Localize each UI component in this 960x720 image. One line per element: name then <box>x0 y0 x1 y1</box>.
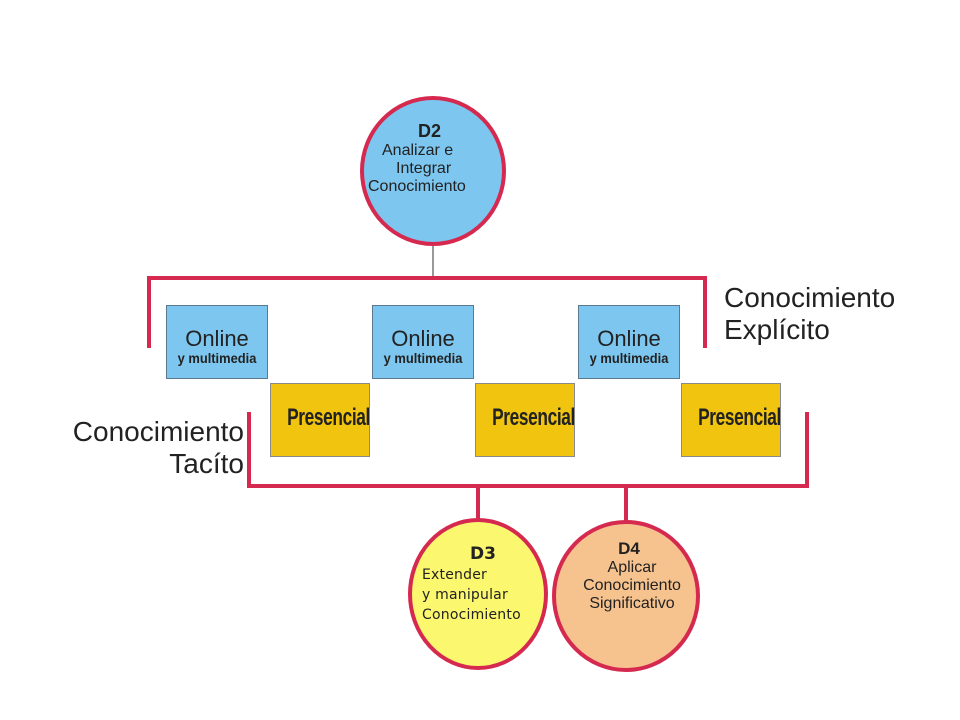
online-box-title: Online <box>597 326 661 351</box>
online-box-title: Online <box>185 326 249 351</box>
online-box-title: Online <box>391 326 455 351</box>
explicit-label-line-2: Explícito <box>724 313 830 345</box>
d2-text: D2 Analizar e Integrar Conocimiento <box>366 121 500 197</box>
d3-text: D3 Extender y manipular Conocimiento <box>422 544 544 625</box>
online-box-3: Online y multimedia <box>578 305 680 379</box>
tacit-knowledge-label: Conocimiento Tacíto <box>48 416 244 480</box>
online-box-subtitle: y multimedia <box>383 350 463 366</box>
tacit-label-line-2: Tacíto <box>169 447 244 479</box>
d4-title: D4 <box>618 539 640 558</box>
d2-line-1: Analizar e <box>382 141 454 159</box>
d4-circle <box>552 520 700 672</box>
online-box-1: Online y multimedia <box>166 305 268 379</box>
d3-line-3: Conocimiento <box>422 607 521 624</box>
d2-line-2: Integrar <box>396 160 452 178</box>
d4-line-2: Conocimiento <box>583 576 681 594</box>
tacit-label-line-1: Conocimiento <box>72 416 244 447</box>
online-box-subtitle: y multimedia <box>589 350 669 366</box>
d2-title: D2 <box>418 121 442 141</box>
d2-circle <box>360 96 506 246</box>
explicit-label-line-1: Conocimiento <box>724 282 896 313</box>
d2-line-3: Conocimiento <box>368 178 466 196</box>
presencial-box-2: Presencial <box>475 383 575 457</box>
d4-line-3: Significativo <box>589 595 675 613</box>
explicit-bracket <box>147 276 707 348</box>
d3-circle <box>408 518 548 670</box>
tacit-bracket <box>247 412 809 488</box>
d3-line-2: y manipular <box>422 586 508 603</box>
online-box-2: Online y multimedia <box>372 305 474 379</box>
explicit-knowledge-label: Conocimiento Explícito <box>724 282 895 346</box>
d3-line-1: Extender <box>422 566 487 583</box>
presencial-box-label: Presencial <box>698 404 781 431</box>
presencial-box-1: Presencial <box>270 383 370 457</box>
presencial-box-label: Presencial <box>287 404 370 431</box>
presencial-box-3: Presencial <box>681 383 781 457</box>
presencial-box-label: Presencial <box>492 404 575 431</box>
d4-text: D4 Aplicar Conocimiento Significativo <box>563 539 701 614</box>
online-box-subtitle: y multimedia <box>177 350 257 366</box>
d4-line-1: Aplicar <box>607 558 657 576</box>
d3-title: D3 <box>470 544 496 564</box>
